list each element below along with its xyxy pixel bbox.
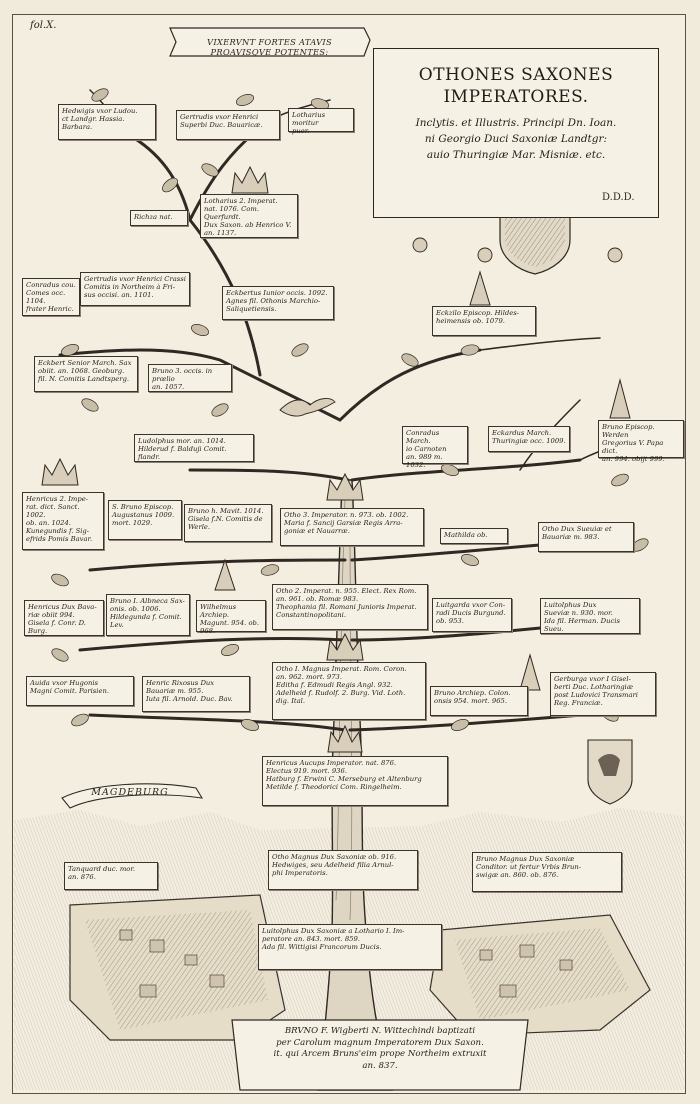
card-otho-2: Otho 2. Imperat. n. 955. Elect. Rex Rom.… bbox=[272, 584, 428, 630]
card-auida: Auida vxor Hugonis Magni Comit. Parisien… bbox=[26, 676, 134, 706]
card-luitgarda: Luitgarda vxor Con- radi Ducis Burgund. … bbox=[432, 598, 512, 632]
card-bruno-albneca: Bruno I. Albneca Sax- onis. ob. 1006. Hi… bbox=[106, 594, 190, 636]
card-s-bruno: S. Bruno Episcop. Augustanus 1009. mort.… bbox=[108, 500, 182, 540]
card-bruno-archiep: Bruno Archiep. Colon. onsis 954. mort. 9… bbox=[430, 686, 528, 716]
card-luitolphus-sueviae: Luitolphus Dux Sueviæ n. 930. mor. Ida f… bbox=[540, 598, 640, 634]
bird-illustration bbox=[279, 398, 336, 417]
title-line-1: OTHONES SAXONES bbox=[418, 65, 614, 85]
title-cartouche: OTHONES SAXONES IMPERATORES. Inclytis. e… bbox=[373, 48, 659, 218]
card-eckzilo: Eckzilo Episcop. Hildes- heimensis ob. 1… bbox=[432, 306, 536, 336]
right-town bbox=[429, 914, 651, 1036]
card-eckbert-senior: Eckbert Senior March. Sax obiit. an. 106… bbox=[34, 356, 138, 392]
card-lotharius-2: Lotharius 2. Imperat. nat. 1076. Com. Qu… bbox=[200, 194, 298, 238]
card-bruno-3: Bruno 3. occis. in prœlio an. 1057. bbox=[148, 364, 232, 392]
card-gertrudis-crassi: Gertrudis vxor Henrici Crassi Comitis in… bbox=[80, 272, 190, 306]
magdeburg-banner: MAGDEBURG bbox=[91, 787, 169, 798]
horse-shield bbox=[587, 739, 633, 805]
card-eckbertus-junior: Eckbertus Iunior occis. 1092. Agnes fil.… bbox=[222, 286, 334, 320]
crown-icons bbox=[41, 165, 364, 753]
card-otho-magnus-dux: Otho Magnus Dux Saxoniæ ob. 916. Hedwige… bbox=[268, 850, 418, 890]
card-wilhelmus: Wilhelmus Archiep. Magunt. 954. ob. 968. bbox=[196, 600, 266, 635]
card-luitolphus-saxoniae: Luitolphus Dux Saxoniæ a Lothario I. Im-… bbox=[258, 924, 442, 970]
card-bruno-papa: Bruno Episcop. Werden Gregorius V. Papa … bbox=[598, 420, 684, 463]
card-bruno-magnus: Bruno Magnus Dux Saxoniæ Conditor. ut fe… bbox=[472, 852, 622, 892]
coat-of-arms bbox=[412, 166, 623, 275]
left-town bbox=[69, 894, 286, 1041]
card-conradus-march: Conradus March. io Carnoten an. 989 m. 1… bbox=[402, 426, 468, 469]
card-henric-rixosus: Henric Rixosus Dux Bauariæ m. 955. Iuta … bbox=[142, 676, 250, 712]
motto-line: VIXERVNT FORTES ATAVIS PROAVISQVE POTENT… bbox=[207, 37, 332, 57]
magdeburg-ribbon bbox=[61, 783, 204, 809]
card-otho-3: Otho 3. Imperator. n. 973. ob. 1002. Mar… bbox=[280, 508, 424, 546]
footer-scroll bbox=[231, 1019, 529, 1091]
card-conradus-comes: Conradus cou. Comes occ. 1104. frater He… bbox=[22, 278, 80, 316]
card-gerburga: Gerburga vxor I Gisel- berti Duc. Lothar… bbox=[550, 672, 656, 716]
card-henricus-bavariae: Henricus Dux Bava- riæ obiit 994. Gisela… bbox=[24, 600, 104, 636]
title-dedication: Inclytis. et Illustris. Principi Dn. Ioa… bbox=[415, 117, 617, 161]
card-lotharius-puer: Lotharius moritur puer. bbox=[288, 108, 354, 135]
ddd-label: D.D.D. bbox=[602, 192, 635, 203]
title-line-2: IMPERATORES. bbox=[443, 87, 589, 107]
card-henricus-2: Henricus 2. Impe- rat. dict. Sanct. 1002… bbox=[22, 492, 104, 550]
motto-scroll bbox=[169, 27, 371, 57]
card-mathilda: Mathilda ob. bbox=[440, 528, 508, 544]
card-richza: Richza nat. bbox=[130, 210, 188, 226]
mitre-icons bbox=[214, 270, 631, 691]
card-otho-sueviae: Otho Dux Sueuiæ et Bauariæ m. 983. bbox=[538, 522, 634, 552]
card-otho-1: Otho I. Magnus Imperat. Rom. Coron. an. … bbox=[272, 662, 426, 720]
card-tanquard: Tanquard duc. mor. an. 876. bbox=[64, 862, 158, 890]
card-bruno-gisela: Bruno h. Mavit. 1014. Gisela f.N. Comiti… bbox=[184, 504, 272, 542]
card-ludolphus: Ludolphus mor. an. 1014. Hilderud f. Bal… bbox=[134, 434, 254, 462]
card-henricus-aucups: Henricus Aucups Imperator. nat. 876. Ele… bbox=[262, 756, 448, 806]
motto-text: VIXERVNT FORTES ATAVIS PROAVISQVE POTENT… bbox=[178, 27, 361, 67]
card-gertrudis-henrici: Gertrudis vxor Henrici Superbi Duc. Baua… bbox=[176, 110, 280, 140]
folio-label: fol.X. bbox=[30, 20, 57, 31]
card-eckardus: Eckardus March. Thuringiæ occ. 1009. bbox=[488, 426, 570, 452]
footer-inscription: BRVNO F. Wigberti N. Wittechindi baptiza… bbox=[273, 1026, 487, 1071]
card-hedwigis: Hedwigis vxor Ludou. ct Landgr. Hassia. … bbox=[58, 104, 156, 140]
